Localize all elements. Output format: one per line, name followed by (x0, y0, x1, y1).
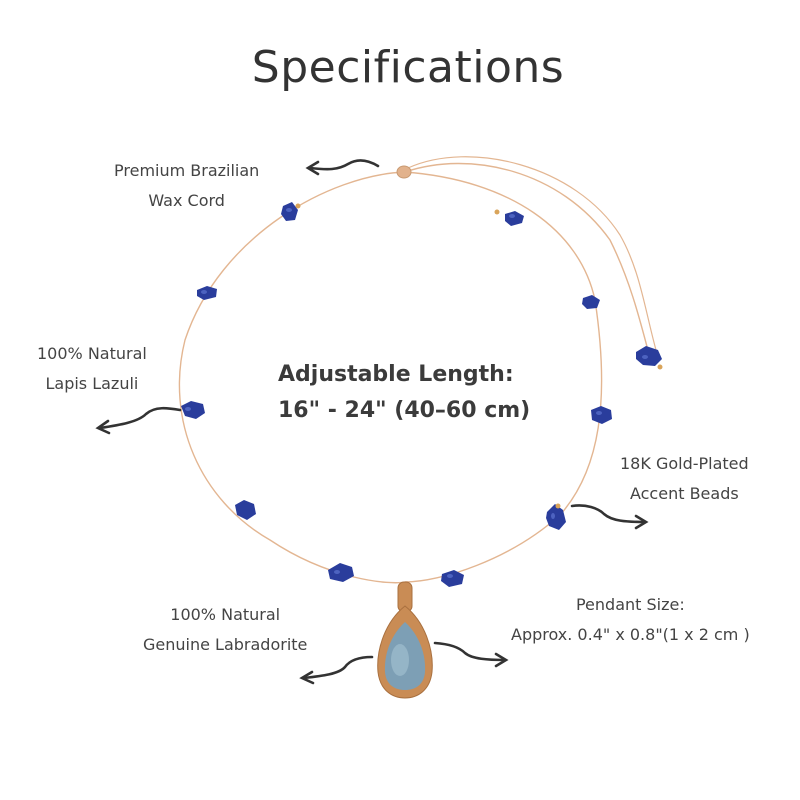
lapis-highlights (185, 208, 648, 578)
lapis-highlight (334, 570, 340, 574)
lapis-chip (546, 504, 566, 530)
lapis-highlight (201, 290, 207, 294)
arrow-cord-head (305, 160, 320, 176)
labradorite-sheen (391, 644, 409, 676)
label-gold-beads-line2: Accent Beads (629, 484, 739, 503)
label-labradorite-line1: 100% Natural (170, 605, 281, 624)
label-labradorite-line2: Genuine Labradorite (143, 635, 308, 654)
label-labradorite: 100% Natural Genuine Labradorite (143, 600, 307, 660)
gold-bead (555, 503, 561, 509)
arrow-beads (570, 504, 647, 524)
label-lapis-line1: 100% Natural (37, 344, 147, 363)
arrow-labradorite-head (299, 670, 315, 685)
label-wax-cord-line2: Wax Cord (148, 191, 225, 210)
lapis-chip (591, 406, 612, 424)
label-gold-beads-line1: 18K Gold-Plated (620, 454, 749, 473)
arrow-lapis (98, 406, 182, 430)
arrow-cord (308, 159, 380, 171)
adjustable-length-range: 16" - 24" (40–60 cm) (278, 398, 531, 423)
lapis-chip (328, 563, 354, 582)
label-pendant-line1: Pendant Size: (575, 595, 685, 614)
lapis-highlight (185, 407, 191, 411)
page-title: Specifications (251, 42, 565, 93)
adjustable-length-heading: Adjustable Length: (278, 362, 514, 387)
lapis-chip (441, 570, 464, 587)
lapis-chip (505, 211, 524, 226)
arrow-beads-head (634, 514, 649, 530)
lapis-chip (197, 286, 217, 300)
label-pendant-line2: Approx. 0.4" x 0.8"(1 x 2 cm ) (511, 625, 750, 644)
label-wax-cord: Premium Brazilian Wax Cord (114, 156, 259, 216)
lapis-highlight (286, 208, 292, 212)
lapis-highlight (509, 214, 515, 218)
gold-accent-beads (295, 203, 663, 509)
lapis-chip (582, 295, 600, 309)
label-pendant-size: Pendant Size: Approx. 0.4" x 0.8"(1 x 2 … (511, 590, 750, 650)
arrow-labradorite (302, 655, 374, 680)
gold-bead (657, 364, 663, 370)
label-wax-cord-line1: Premium Brazilian (114, 161, 260, 180)
slide-knot (396, 165, 412, 179)
label-lapis-lazuli: 100% Natural Lapis Lazuli (37, 339, 147, 399)
adjustable-tail-1 (404, 162, 651, 359)
lapis-chip (181, 401, 205, 419)
gold-bead (494, 209, 500, 215)
adjustable-length-text: Adjustable Length: 16" - 24" (40–60 cm) (278, 357, 530, 429)
lapis-highlight (551, 513, 555, 519)
label-gold-beads: 18K Gold-Plated Accent Beads (620, 449, 749, 509)
arrow-pendant-head (494, 652, 509, 668)
arrow-pendant (433, 641, 507, 662)
lapis-highlight (447, 574, 453, 578)
arrow-lapis-head (95, 419, 111, 435)
annotation-arrows (95, 159, 649, 685)
lapis-highlight (642, 355, 648, 359)
lapis-chip (235, 500, 256, 520)
lapis-chip (636, 346, 662, 366)
label-lapis-line2: Lapis Lazuli (45, 374, 139, 393)
lapis-highlight (596, 411, 602, 415)
labradorite-pendant (377, 581, 433, 699)
gold-bead (295, 203, 301, 209)
adjustable-tail-2 (407, 156, 657, 351)
